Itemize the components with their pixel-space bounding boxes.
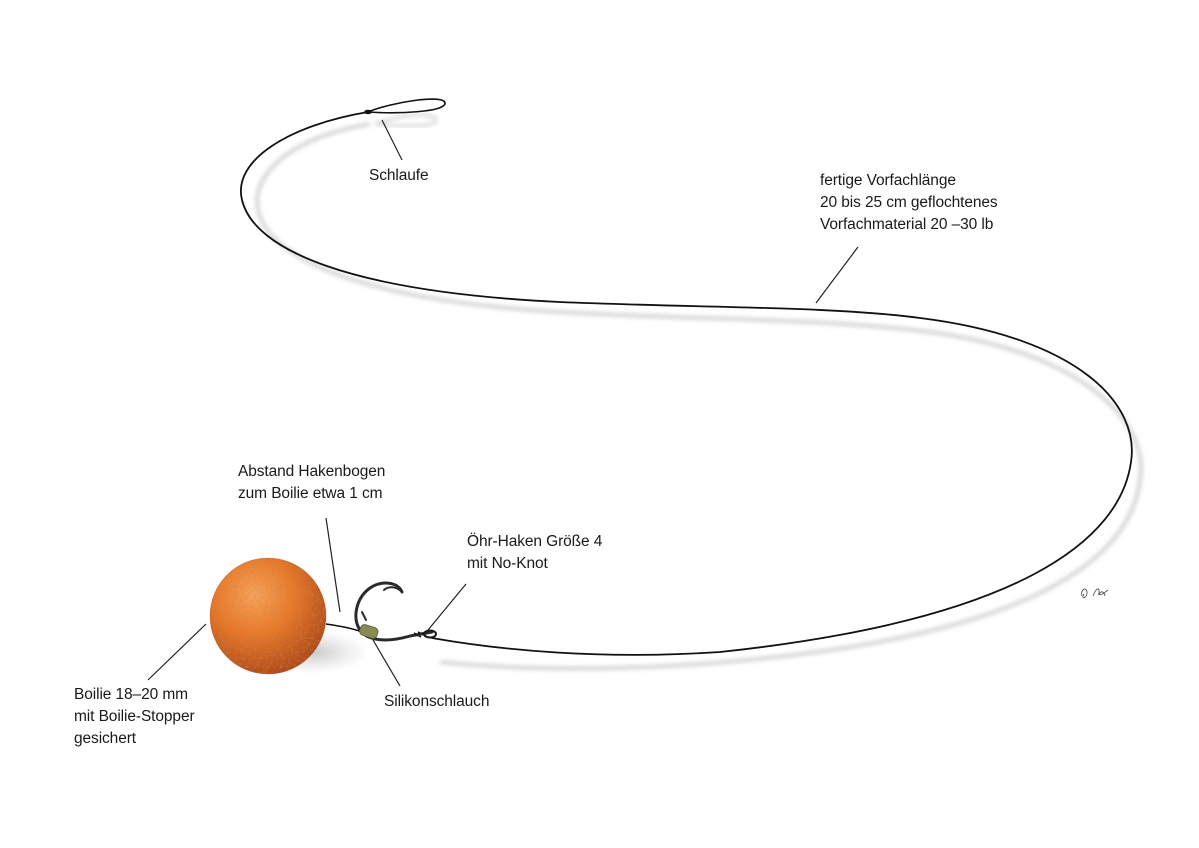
label-abstand-line-2: zum Boilie etwa 1 cm <box>238 485 383 502</box>
label-boilie-line-1: Boilie 18–20 mm <box>74 686 188 703</box>
signature <box>1081 588 1109 598</box>
loop <box>367 98 446 114</box>
label-haken-line-1: Öhr-Haken Größe 4 <box>467 533 603 550</box>
pointer-schlaufe <box>381 119 403 161</box>
leader-shadow <box>255 122 1143 671</box>
leader-line <box>239 111 1133 656</box>
label-haken: Öhr-Haken Größe 4 mit No-Knot <box>467 531 602 575</box>
hook <box>354 581 437 642</box>
label-schlaufe-line-1: Schlaufe <box>369 167 429 184</box>
label-haken-line-2: mit No-Knot <box>467 555 548 572</box>
label-boilie-line-2: mit Boilie-Stopper <box>74 708 195 725</box>
pointer-vorfach <box>815 246 859 304</box>
pointer-silikon <box>372 639 401 687</box>
label-vorfach: fertige Vorfachlänge 20 bis 25 cm gefloc… <box>820 170 998 236</box>
label-boilie-line-3: gesichert <box>74 730 136 747</box>
label-schlaufe: Schlaufe <box>369 165 429 187</box>
label-abstand-line-1: Abstand Hakenbogen <box>238 463 386 480</box>
label-vorfach-line-3: Vorfachmaterial 20 –30 lb <box>820 216 994 233</box>
label-boilie: Boilie 18–20 mm mit Boilie-Stopper gesic… <box>74 684 195 750</box>
loop-knot <box>364 109 372 115</box>
label-silikon-line-1: Silikonschlauch <box>384 693 490 710</box>
label-vorfach-line-1: fertige Vorfachlänge <box>820 172 956 189</box>
label-vorfach-line-2: 20 bis 25 cm geflochtenes <box>820 194 998 211</box>
label-abstand: Abstand Hakenbogen zum Boilie etwa 1 cm <box>238 461 385 505</box>
pointer-boilie <box>147 623 207 681</box>
pointer-abstand <box>325 517 341 613</box>
silicone-tube <box>359 624 379 639</box>
boilie <box>209 557 327 675</box>
loop-shadow <box>374 113 438 128</box>
pointer-haken <box>427 583 467 631</box>
label-silikon: Silikonschlauch <box>384 691 489 713</box>
